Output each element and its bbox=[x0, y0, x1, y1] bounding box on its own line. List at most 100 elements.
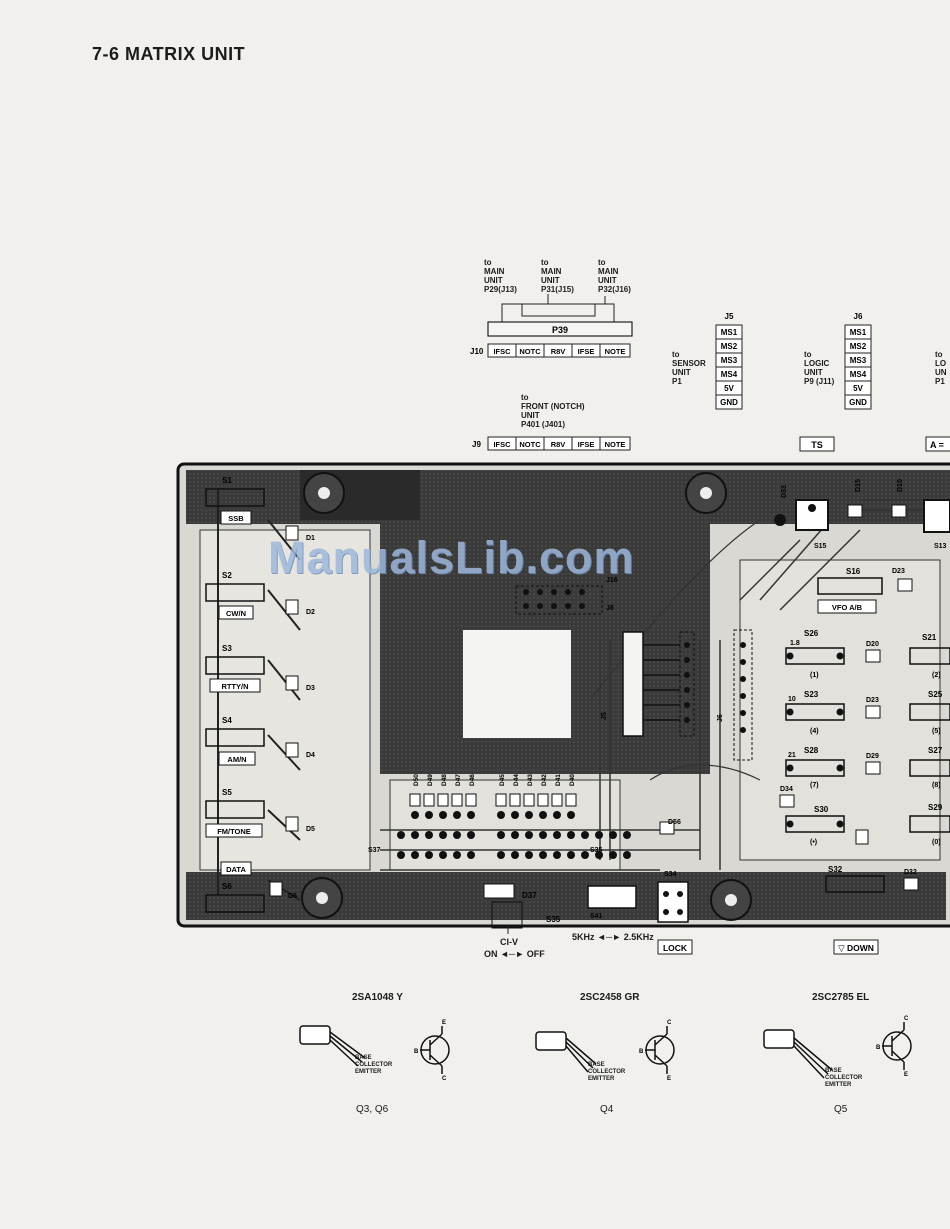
diode-array-label: D42 bbox=[541, 774, 548, 786]
diode-array-label: D49 bbox=[427, 774, 434, 786]
bracket-label: (5) bbox=[932, 728, 941, 735]
diode-array-b: D45 D44 D43 D42 D41 D40 bbox=[495, 774, 577, 807]
transistor-ref-q5: Q5 bbox=[834, 1104, 848, 1115]
j10-pins: IFSC NOTC R8V IFSE NOTE bbox=[487, 343, 631, 358]
board-label: S34 bbox=[664, 871, 677, 878]
board-label: S41 bbox=[590, 913, 603, 920]
band-value: 1.8 bbox=[790, 640, 800, 647]
band-value: 21 bbox=[788, 752, 796, 759]
diode-label: D15 bbox=[855, 479, 862, 492]
transistor-ref-q4: Q4 bbox=[600, 1104, 614, 1115]
j5-pin: GND bbox=[720, 398, 738, 407]
bracket-label: (0) bbox=[932, 839, 941, 846]
mode-label-ssb: SSB bbox=[228, 514, 244, 523]
diode-label: D20 bbox=[866, 641, 879, 648]
switch-label: S25 bbox=[928, 690, 943, 699]
board-label: J6 bbox=[717, 714, 724, 722]
logic-unit-label: to LOGIC UNIT P9 (J11) bbox=[804, 350, 835, 386]
top-right-components: D33 S15 D15 D10 S13 bbox=[774, 479, 950, 550]
j10-pin: R8V bbox=[551, 347, 566, 356]
edge-box bbox=[925, 436, 950, 452]
diode-array-a: D50 D49 D48 D47 D46 bbox=[409, 774, 477, 807]
diode-array-label: D41 bbox=[555, 774, 562, 786]
board-label: S35 bbox=[590, 847, 603, 854]
j9-pin: IFSE bbox=[578, 440, 595, 449]
bracket-label: (4) bbox=[810, 728, 819, 735]
board-label: S37 bbox=[368, 847, 381, 854]
p39-connector-group: P39 J10 IFSC NOTC R8V IFSE NOTE bbox=[470, 294, 633, 358]
vfo-label: VFO A/B bbox=[832, 603, 863, 612]
j9-pin: NOTC bbox=[519, 440, 541, 449]
civ-options: ON ◄─► OFF bbox=[484, 949, 545, 959]
j6-pin: 5V bbox=[853, 384, 863, 393]
switch-label: S5 bbox=[222, 788, 232, 797]
switch-label: S30 bbox=[814, 805, 829, 814]
board-label: J16 bbox=[606, 577, 618, 584]
p39-label: P39 bbox=[552, 325, 568, 335]
connector-label-p31: to MAIN UNIT P31(J15) bbox=[541, 258, 574, 294]
diode-array-label: D44 bbox=[513, 774, 520, 786]
transistor-part-q3: 2SA1048 Y bbox=[352, 992, 403, 1003]
transistor-ref-q3: Q3, Q6 bbox=[356, 1104, 389, 1115]
switch-label: S4 bbox=[222, 716, 232, 725]
j5-pin: MS2 bbox=[721, 342, 738, 351]
j6-label: J6 bbox=[854, 312, 863, 321]
board-label: S35 bbox=[546, 915, 561, 924]
board-label: S13 bbox=[934, 543, 947, 550]
j10-pin: IFSE bbox=[578, 347, 595, 356]
transistor-q5: C B E bbox=[763, 1016, 912, 1079]
diode-label: D2 bbox=[306, 609, 315, 616]
diode-array-label: D50 bbox=[413, 774, 420, 786]
diode-label: D1 bbox=[306, 535, 315, 542]
down-box bbox=[833, 939, 879, 955]
diode-label: D32 bbox=[904, 869, 917, 876]
diode-label: D23 bbox=[866, 697, 879, 704]
bottom-components: D37 S35 S41 S34 D56 S37 S35 bbox=[368, 819, 689, 929]
j6-connector-group: J6 MS1 MS2 MS3 MS4 5V GND bbox=[844, 312, 872, 410]
transistor-package-icon bbox=[763, 1029, 795, 1049]
mode-label-fm: FM/TONE bbox=[217, 827, 251, 836]
right-switch-cluster: S16 VFO A/B D23 S26 1.8 (1) D20 S23 10 (… bbox=[779, 567, 950, 893]
j10-pin: IFSC bbox=[493, 347, 511, 356]
j6-pin: MS2 bbox=[850, 342, 867, 351]
j9-pin: IFSC bbox=[493, 440, 511, 449]
board-label: J5 bbox=[601, 712, 608, 720]
civ-label: CI-V bbox=[500, 937, 518, 947]
bracket-label: (7) bbox=[810, 782, 819, 789]
j10-pin: NOTC bbox=[519, 347, 541, 356]
pin-letter: E bbox=[667, 1076, 671, 1082]
switch-label: S3 bbox=[222, 644, 232, 653]
freq-step-label: 5KHz ◄─► 2.5KHz bbox=[572, 932, 654, 942]
board-label: D56 bbox=[668, 819, 681, 826]
edge-unit-label: to LO UN P1 bbox=[935, 350, 947, 386]
bracket-label: (•) bbox=[810, 839, 817, 846]
diode-label: D34 bbox=[780, 786, 793, 793]
diode-array-label: D47 bbox=[455, 774, 462, 786]
mode-label-data: DATA bbox=[226, 865, 246, 874]
pin-letter: B bbox=[414, 1049, 419, 1055]
j6-pin: MS4 bbox=[850, 370, 867, 379]
transistor-part-q5: 2SC2785 EL bbox=[812, 992, 870, 1003]
pin-legend-q3: BASE COLLECTOR EMITTER bbox=[355, 1055, 393, 1075]
pin-letter: B bbox=[639, 1049, 644, 1055]
j6-pin: GND bbox=[849, 398, 867, 407]
lock-label: LOCK bbox=[663, 943, 688, 953]
j10-label: J10 bbox=[470, 347, 484, 356]
board-label: S15 bbox=[814, 543, 827, 550]
j9-pin: R8V bbox=[551, 440, 566, 449]
transistor-q4: C B E bbox=[535, 1020, 675, 1082]
band-value: 10 bbox=[788, 696, 796, 703]
j5-connector-group: J5 MS1 MS2 MS3 MS4 5V GND bbox=[715, 312, 743, 410]
diode-label: D10 bbox=[897, 479, 904, 492]
j9-connector-group: J9 IFSC NOTC R8V IFSE NOTE bbox=[472, 436, 631, 451]
j5-pin: MS1 bbox=[721, 328, 738, 337]
switch-label: S28 bbox=[804, 746, 819, 755]
p39-box bbox=[487, 321, 633, 337]
switch-label: S6 bbox=[222, 882, 232, 891]
connector-label-p29: to MAIN UNIT P29(J13) bbox=[484, 258, 517, 294]
pin-legend-q5: BASE COLLECTOR EMITTER bbox=[825, 1068, 863, 1088]
switch-label: S29 bbox=[928, 803, 943, 812]
pin-letter: E bbox=[442, 1020, 446, 1026]
j5-pin: MS4 bbox=[721, 370, 738, 379]
j5-label: J5 bbox=[725, 312, 734, 321]
